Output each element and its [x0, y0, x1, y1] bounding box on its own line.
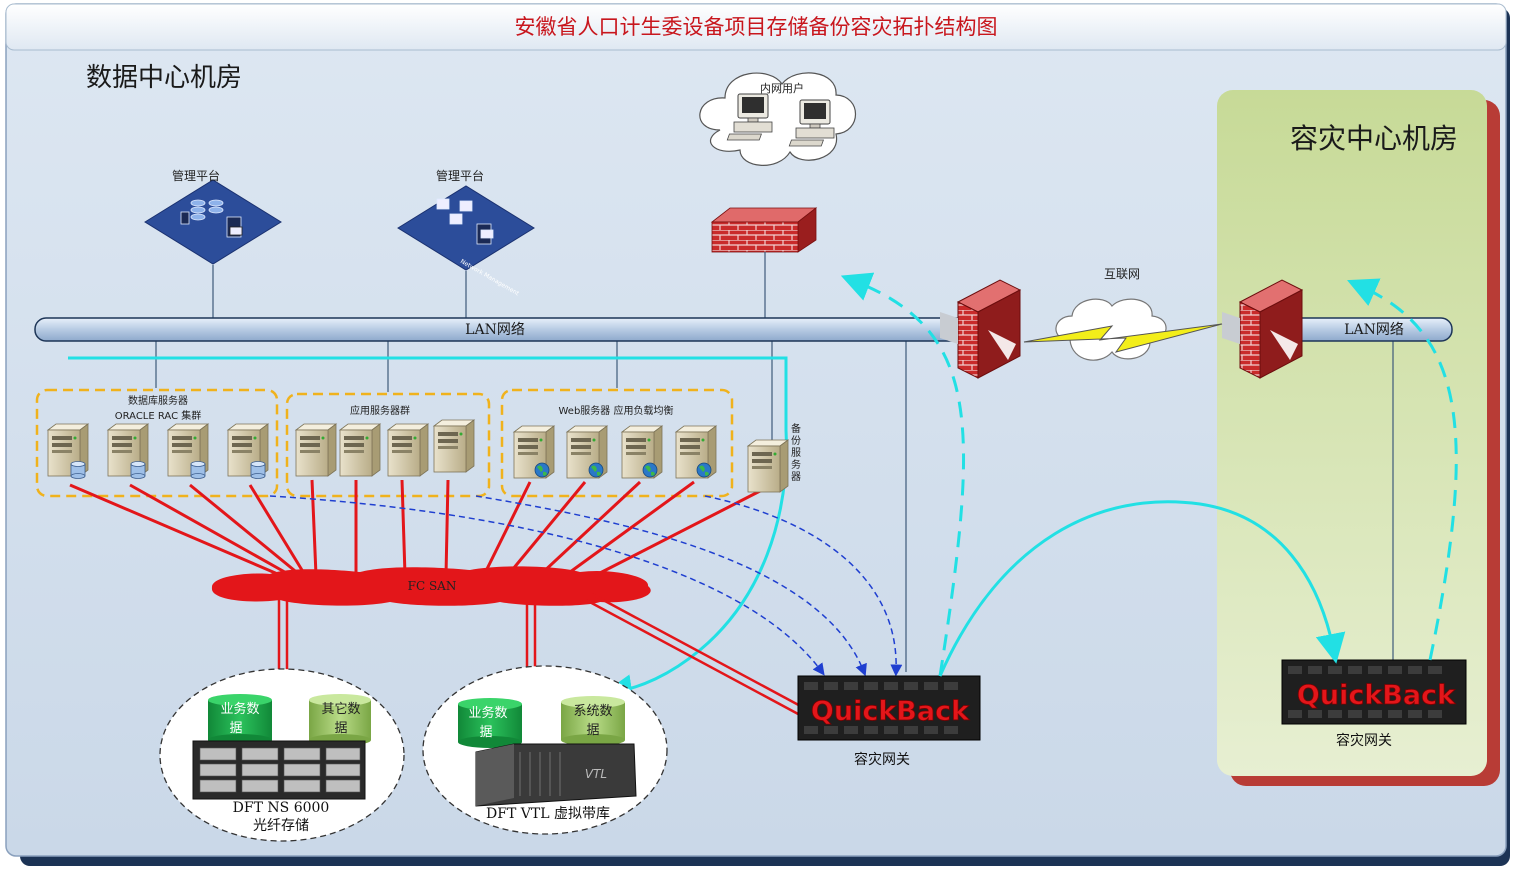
fc-links	[69, 479, 763, 577]
internet-label: 互联网	[1104, 267, 1140, 281]
storage2-data1-line1: 业务数	[468, 705, 507, 721]
dr-quickback-gateway: QuickBack 容灾网关	[1281, 659, 1467, 749]
storage1-data1-line2: 据	[229, 721, 242, 736]
intranet-users-label: 内网用户	[760, 81, 804, 95]
dr-panel	[1217, 90, 1487, 776]
backup-server-icon	[747, 439, 789, 493]
backup-server: 备 份 服 务 器	[747, 422, 801, 493]
mgmt-platform-1: 管理平台	[144, 168, 282, 265]
san-storage-links	[277, 592, 807, 717]
backup-server-label-2: 份	[791, 435, 801, 447]
backup-server-label-4: 务	[791, 458, 801, 471]
database-icon	[130, 461, 146, 479]
lan-bar-dr-center: LAN网络	[1285, 317, 1453, 342]
storage1-data2-line2: 据	[334, 721, 347, 736]
storage-ns6000: 业务数 据 其它数 据 DFT NS 6000 光纤存储	[159, 668, 405, 842]
internet-cloud: 互联网	[1023, 267, 1223, 361]
app-server-group	[285, 392, 491, 498]
db-group-subtitle: ORACLE RAC 集群	[115, 409, 202, 422]
app-group-title: 应用服务器群	[350, 404, 410, 417]
dr-firewall-icon	[1222, 279, 1304, 379]
edge-firewall-icon	[940, 279, 1022, 379]
backup-server-label-1: 备	[791, 422, 801, 435]
lan-label: LAN网络	[465, 322, 525, 338]
intranet-firewall-icon	[710, 207, 818, 253]
mgmt-platform-1-label: 管理平台	[172, 168, 220, 183]
data-center-label: 数据中心机房	[86, 63, 242, 93]
storage1-data1-line1: 业务数	[220, 701, 259, 717]
database-icon	[70, 461, 86, 479]
storage2-data2-line2: 据	[586, 723, 599, 738]
replication-arrows	[269, 495, 903, 677]
globe-icon	[696, 462, 712, 478]
globe-icon	[534, 462, 550, 478]
database-icon	[250, 461, 266, 479]
title-bar	[5, 3, 1507, 51]
storage1-data2-line1: 其它数	[321, 701, 360, 717]
backup-server-label-3: 服	[791, 447, 801, 459]
globe-icon	[588, 462, 604, 478]
storage2-data2-line1: 系统数	[573, 704, 612, 719]
dr-replication-arrows	[840, 272, 1458, 677]
storage2-data1-line2: 据	[479, 725, 492, 740]
db-server-group	[35, 388, 279, 498]
app-server-icon	[387, 423, 429, 477]
app-server-icon	[433, 419, 475, 473]
dr-lan-label: LAN网络	[1344, 322, 1404, 338]
storage1-subtitle: 光纤存储	[253, 818, 309, 834]
lan-bar-data-center: LAN网络	[34, 317, 971, 342]
database-icon	[190, 461, 206, 479]
dr-quickback-brand: QuickBack	[1297, 680, 1456, 711]
storage1-name: DFT NS 6000	[233, 800, 330, 816]
quickback-gateway: QuickBack 容灾网关	[797, 675, 981, 768]
app-server-icon	[339, 423, 381, 477]
app-server-icon	[295, 423, 337, 477]
vtl-text: VTL	[585, 767, 607, 781]
backup-server-label-5: 器	[791, 471, 801, 483]
fc-san-label: FC SAN	[408, 579, 457, 593]
web-group-title: Web服务器 应用负载均衡	[559, 404, 674, 417]
intranet-users-cloud: 内网用户	[699, 72, 857, 166]
vtl-device-icon: VTL	[475, 743, 637, 807]
dr-quickback-gateway-label: 容灾网关	[1336, 732, 1392, 749]
fc-san-cloud: FC SAN	[211, 566, 651, 606]
page-title: 安徽省人口计生委设备项目存储备份容灾拓扑结构图	[515, 15, 998, 39]
dr-center-label: 容灾中心机房	[1290, 122, 1458, 155]
quickback-brand: QuickBack	[811, 696, 970, 727]
storage-vtl: 业务数 据 系统数 据 VTL DFT VTL 虚拟带库	[422, 665, 668, 835]
db-group-title: 数据库服务器	[128, 394, 188, 407]
mgmt-platform-2-label: 管理平台	[436, 168, 484, 183]
quickback-gateway-label: 容灾网关	[854, 751, 910, 768]
globe-icon	[642, 462, 658, 478]
storage2-name: DFT VTL 虚拟带库	[486, 806, 610, 822]
web-server-group	[500, 388, 734, 498]
